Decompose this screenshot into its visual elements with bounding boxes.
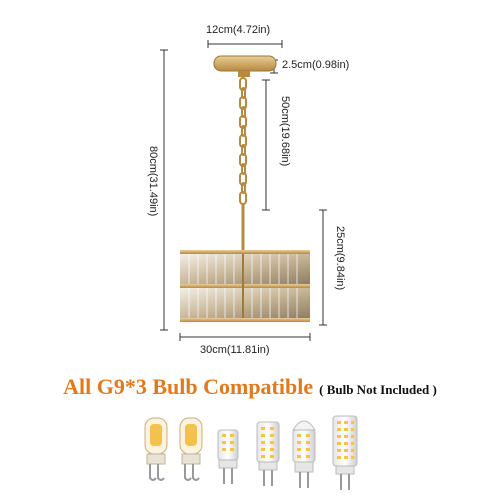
hanging-chain [239, 77, 247, 205]
chain-length-label: 50cm(19.68in) [279, 96, 291, 167]
g9-halogen-bulb-icon [144, 417, 168, 481]
shade-height-label: 25cm(9.84in) [334, 226, 346, 291]
dimension-lines [160, 40, 327, 341]
g9-led-bulb-icon [292, 420, 316, 488]
canopy-width-label: 12cm(4.72in) [206, 24, 271, 36]
caption-sub: ( Bulb Not Included ) [319, 382, 437, 397]
g9-halogen-bulb-icon [179, 417, 203, 481]
shade-diameter-label: 30cm(11.81in) [200, 344, 270, 356]
bulb-lineup [144, 415, 358, 490]
total-height-label: 80cm(31.49in) [147, 146, 159, 217]
g9-led-bulb-icon [332, 415, 358, 490]
bulb-compatibility-caption: All G9*3 Bulb Compatible ( Bulb Not Inclu… [0, 374, 500, 400]
canopy-height-label: 2.5cm(0.98in) [282, 59, 350, 71]
g9-led-bulb-icon [256, 421, 280, 486]
g9-led-bulb-icon [217, 429, 239, 484]
caption-main: All G9*3 Bulb Compatible [63, 374, 314, 399]
crystal-drum-shade [180, 250, 310, 322]
ceiling-canopy [213, 55, 277, 77]
